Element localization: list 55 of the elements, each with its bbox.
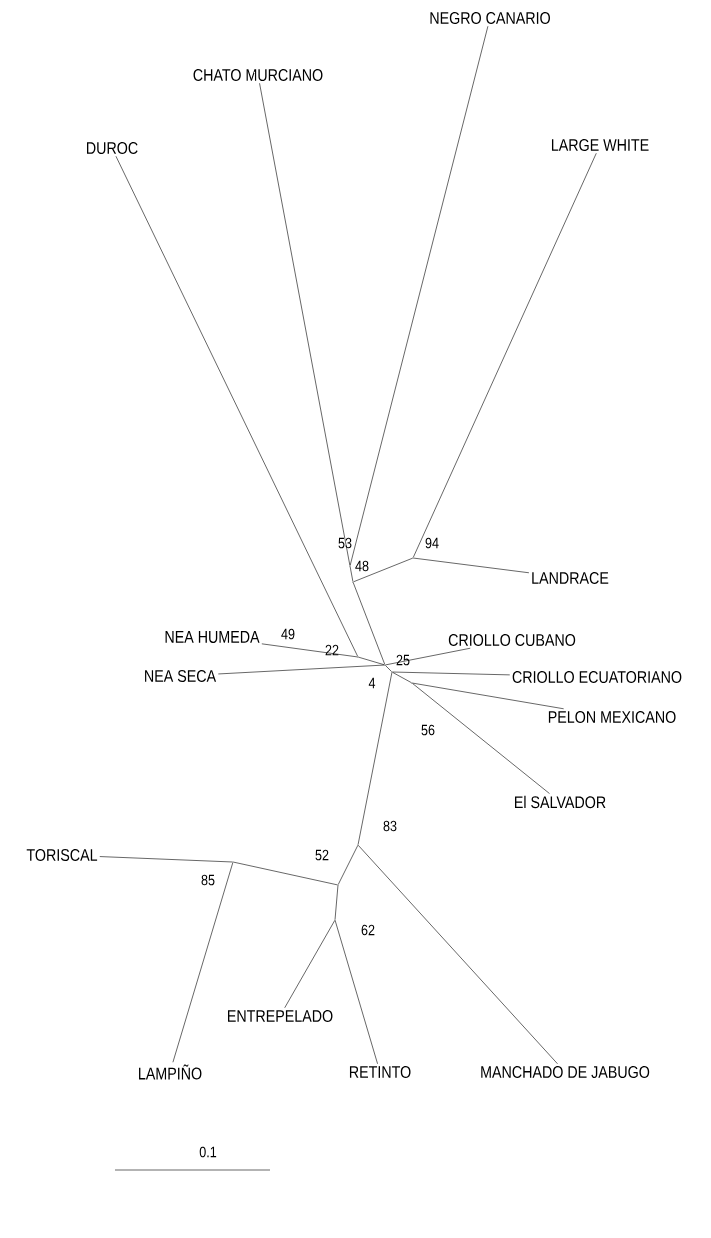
branch-line: [385, 647, 471, 666]
branch-line: [413, 152, 597, 558]
bootstrap-value: 83: [383, 820, 397, 832]
branch-line: [115, 155, 358, 657]
taxon-label: El SALVADOR: [515, 795, 606, 809]
branch-line: [334, 885, 339, 920]
branch-line: [385, 665, 392, 672]
taxon-label: LAMPIÑO: [139, 1064, 202, 1080]
taxon-label: MANCHADO DE JABUGO: [481, 1066, 650, 1079]
branch-line: [284, 920, 335, 1009]
taxon-label: TORISCAL: [26, 849, 98, 862]
bootstrap-value: 62: [361, 924, 375, 936]
taxon-label: NEA HUMEDA: [165, 631, 260, 643]
taxon-label: ENTREPELADO: [228, 1010, 333, 1023]
bootstrap-value: 4: [368, 677, 376, 689]
branch-line: [412, 683, 550, 794]
branch-line: [259, 82, 351, 566]
branch-line: [357, 672, 393, 845]
branch-line: [353, 558, 413, 582]
taxon-label: NEA SECA: [145, 670, 217, 683]
taxon-label: CRIOLLO ECUATORIANO: [512, 671, 682, 684]
taxon-label: DUROC: [87, 142, 138, 155]
branch-line: [338, 845, 358, 885]
taxon-label: RETINTO: [349, 1066, 411, 1079]
bootstrap-value: 94: [425, 537, 439, 549]
bootstrap-value: 48: [355, 560, 369, 572]
bootstrap-value: 53: [338, 537, 352, 549]
branch-line: [233, 861, 338, 886]
branch-line: [413, 557, 530, 574]
branch-line: [358, 845, 558, 1065]
taxon-label: NEGRO CANARIO: [430, 12, 550, 25]
bootstrap-value: 25: [396, 654, 410, 666]
taxon-label: CHATO MURCIANO: [193, 69, 323, 82]
bootstrap-value: 85: [201, 874, 215, 886]
bootstrap-value: 52: [315, 849, 329, 861]
branch-line: [99, 856, 233, 863]
bootstrap-value: 49: [281, 628, 295, 640]
taxon-label: LANDRACE: [532, 572, 609, 585]
branch-line: [349, 566, 354, 582]
branch-line: [349, 25, 489, 566]
branch-line: [261, 643, 358, 658]
taxon-label: LARGE WHITE: [552, 139, 649, 152]
branch-line: [172, 862, 234, 1063]
taxon-label: CRIOLLO CUBANO: [448, 634, 576, 647]
branch-line: [353, 582, 385, 665]
taxon-label: PELON MEXICANO: [548, 711, 676, 724]
branch-line: [392, 671, 511, 676]
bootstrap-value: 22: [325, 644, 339, 656]
bootstrap-value: 56: [421, 724, 435, 736]
branch-line: [358, 656, 385, 666]
branch-line: [392, 672, 412, 683]
branch-line: [218, 664, 385, 675]
branch-line: [412, 682, 564, 710]
scale-label: 0.1: [199, 1146, 217, 1158]
branch-line: [334, 920, 378, 1065]
